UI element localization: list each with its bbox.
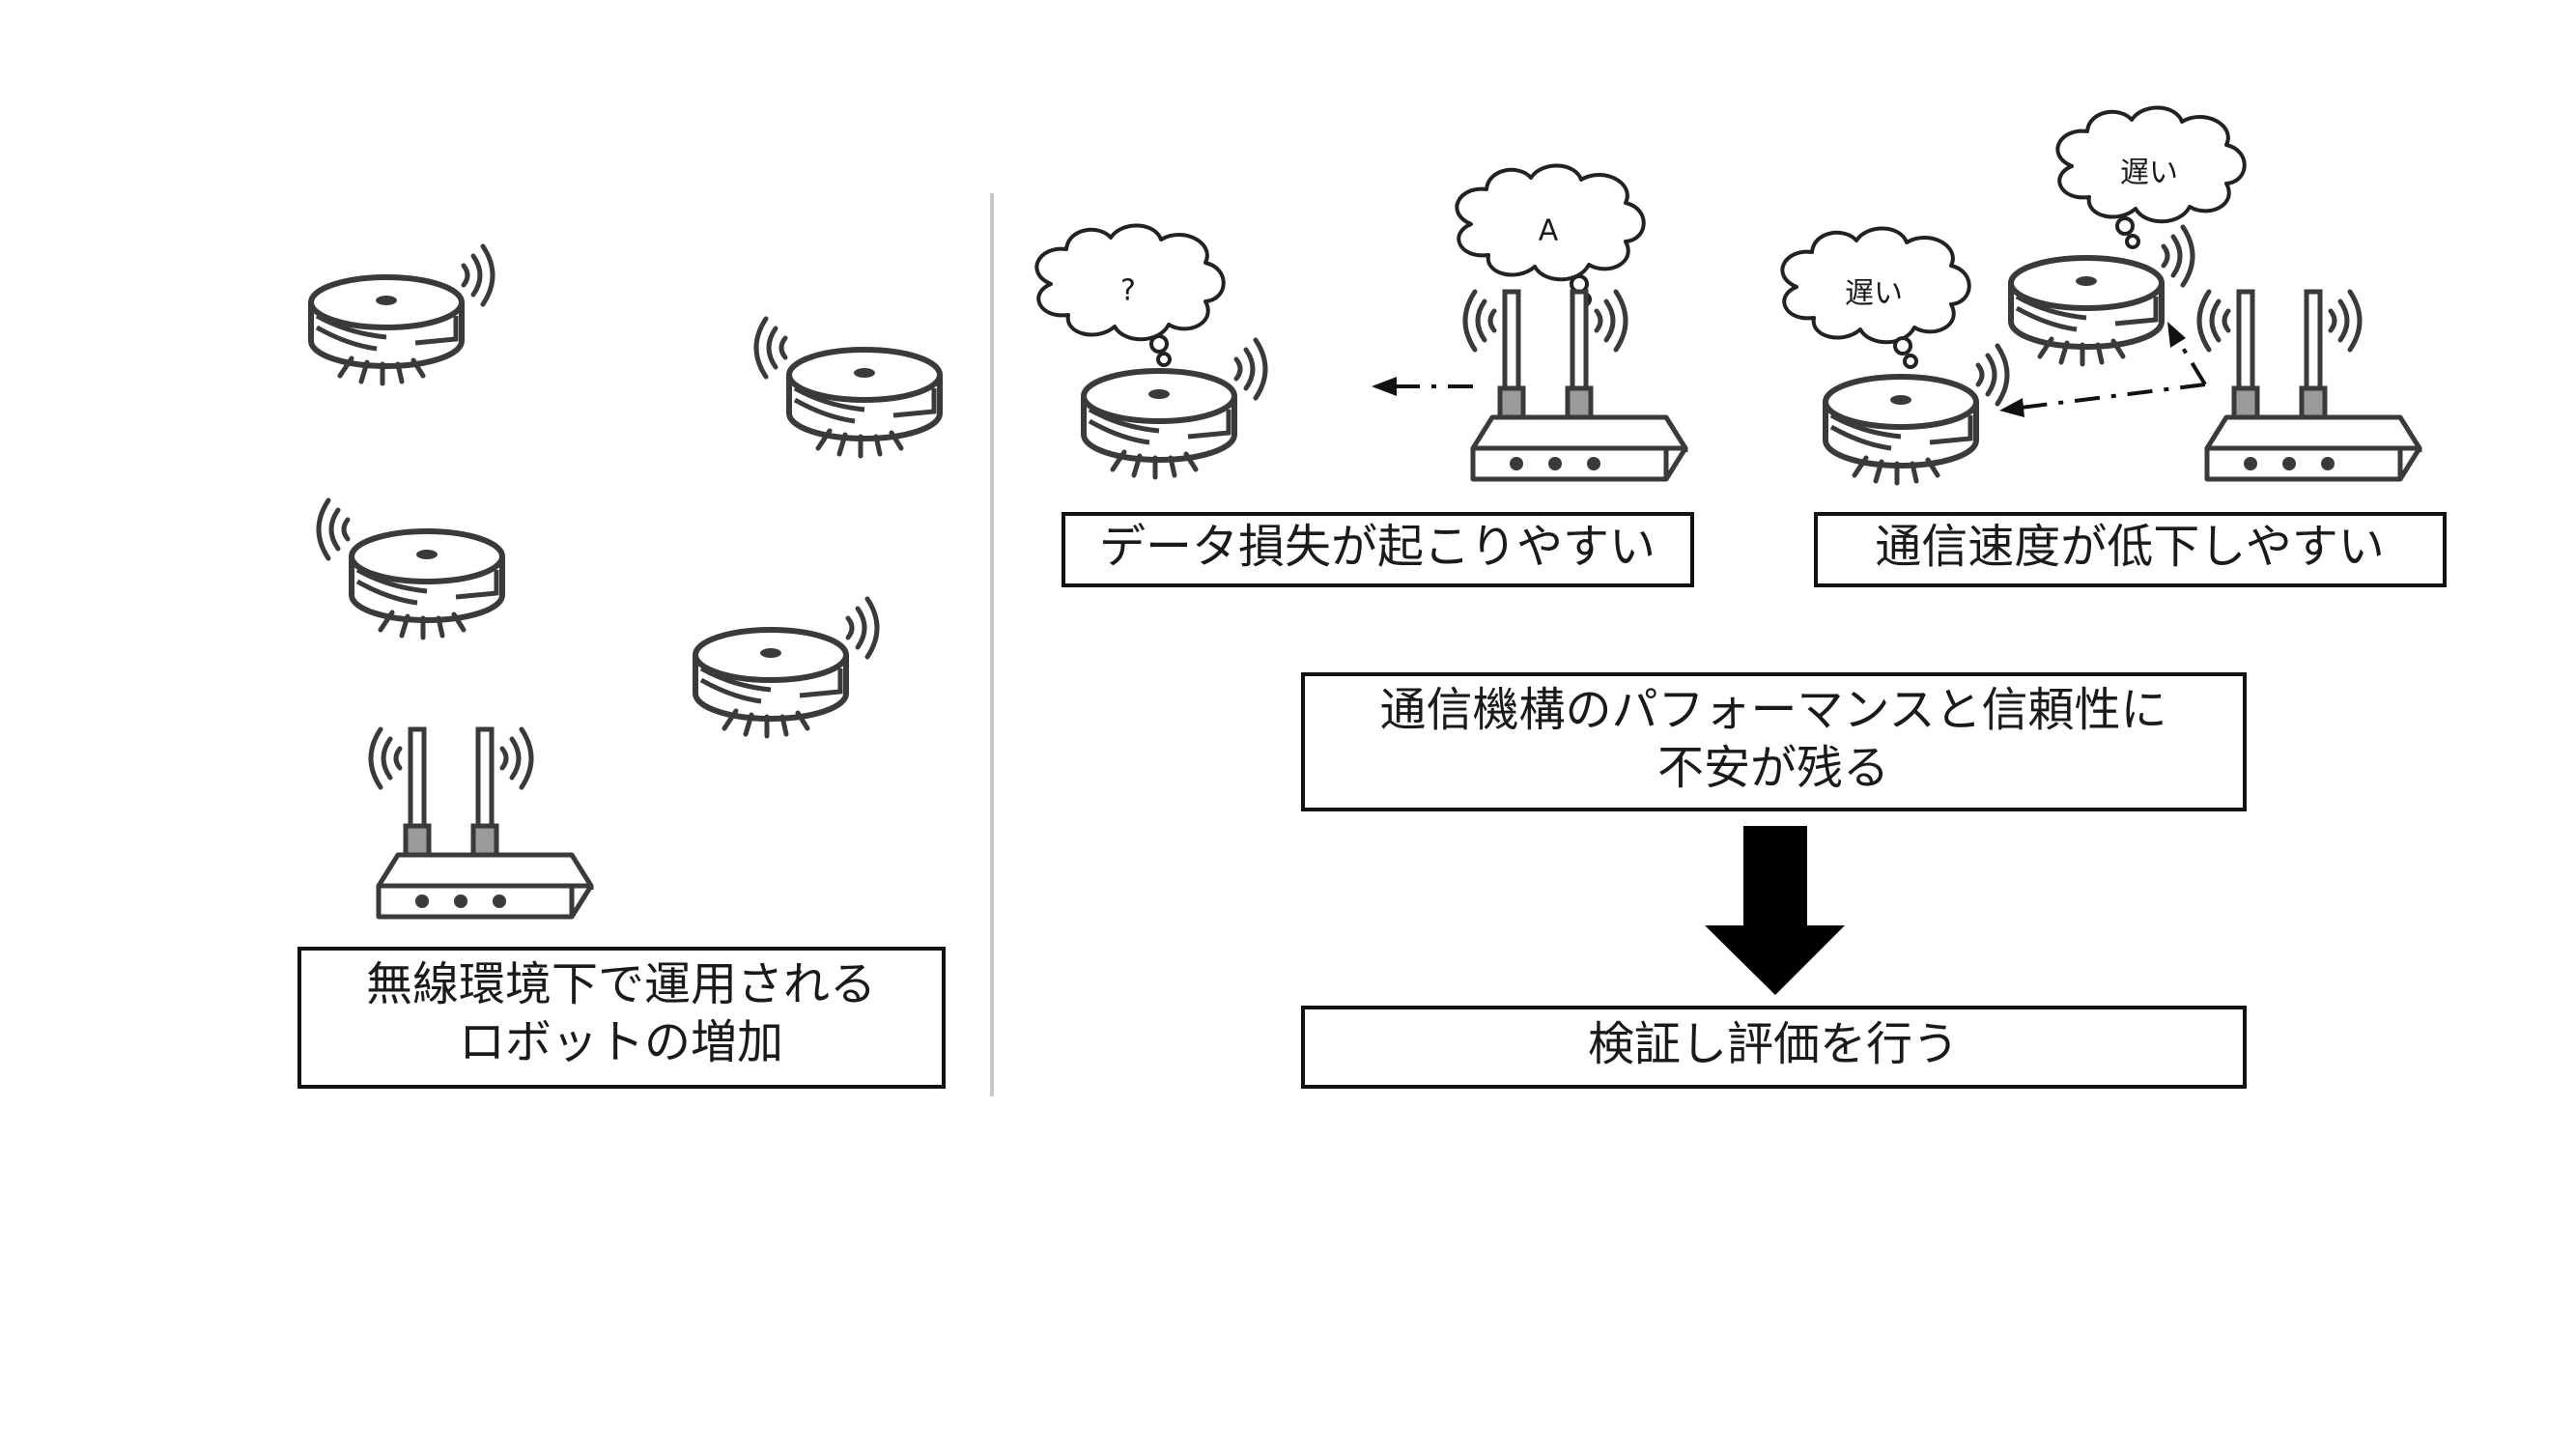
thought-bubble: ?	[1034, 223, 1226, 342]
wireless-router-icon	[371, 729, 591, 917]
bubble-dot	[2125, 234, 2140, 249]
wireless-router-icon	[2199, 292, 2420, 479]
concern-line2: 不安が残る	[1657, 741, 1889, 795]
conclusion-section: 通信機構のパフォーマンスと信頼性に 不安が残る 検証し評価を行う	[1301, 672, 2247, 1089]
robot-vacuum-icon	[319, 500, 502, 638]
robot-increase-box	[297, 947, 946, 1089]
robot-vacuum-icon	[756, 319, 940, 456]
robot-increase-line1: 無線環境下で運用される	[366, 957, 876, 1011]
slow-speed-panel: 遅い 遅い 通信速度が低下しやすい	[1780, 105, 2447, 587]
data-loss-label: データ損失が起こりやすい	[1099, 520, 1656, 574]
bubble-dot	[1149, 334, 1169, 354]
thought-bubble-text: A	[1539, 214, 1559, 248]
bubble-dot	[1156, 352, 1172, 367]
robot-vacuum-icon	[311, 246, 493, 384]
thought-bubble: 遅い	[2055, 105, 2247, 224]
robot-vacuum-icon	[1826, 346, 2007, 483]
thought-bubble-text: ?	[1120, 274, 1136, 308]
thought-bubble-text: 遅い	[1845, 277, 1903, 311]
left-panel: 無線環境下で運用される ロボットの増加	[297, 246, 946, 1089]
robot-vacuum-icon	[2011, 227, 2193, 364]
concern-line1: 通信機構のパフォーマンスと信頼性に	[1379, 683, 2166, 737]
thought-bubble: A	[1455, 163, 1646, 282]
robot-vacuum-icon	[1084, 340, 1265, 477]
bubble-dot	[1903, 354, 1918, 369]
thought-bubble: 遅い	[1780, 226, 1971, 345]
data-loss-panel: ? A データ損失が起こりやすい	[1034, 163, 1694, 587]
slow-speed-box	[1814, 512, 2447, 587]
dash-dot-arrow	[1999, 322, 2207, 417]
thought-bubble-text: 遅い	[2120, 156, 2178, 190]
dash-dot-arrow	[1372, 377, 1473, 396]
robot-vacuum-icon	[695, 599, 877, 736]
robot-increase-line2: ロボットの増加	[459, 1015, 783, 1069]
result-label: 検証し評価を行う	[1588, 1017, 1959, 1071]
bubble-dot	[1893, 336, 1912, 355]
bubble-dot	[2115, 216, 2135, 236]
concern-box	[1301, 672, 2247, 811]
data-loss-box	[1062, 512, 1694, 587]
result-box	[1301, 1006, 2247, 1089]
slow-speed-label: 通信速度が低下しやすい	[1875, 520, 2385, 574]
down-arrow	[1705, 826, 1845, 995]
wireless-router-icon	[1465, 292, 1685, 479]
